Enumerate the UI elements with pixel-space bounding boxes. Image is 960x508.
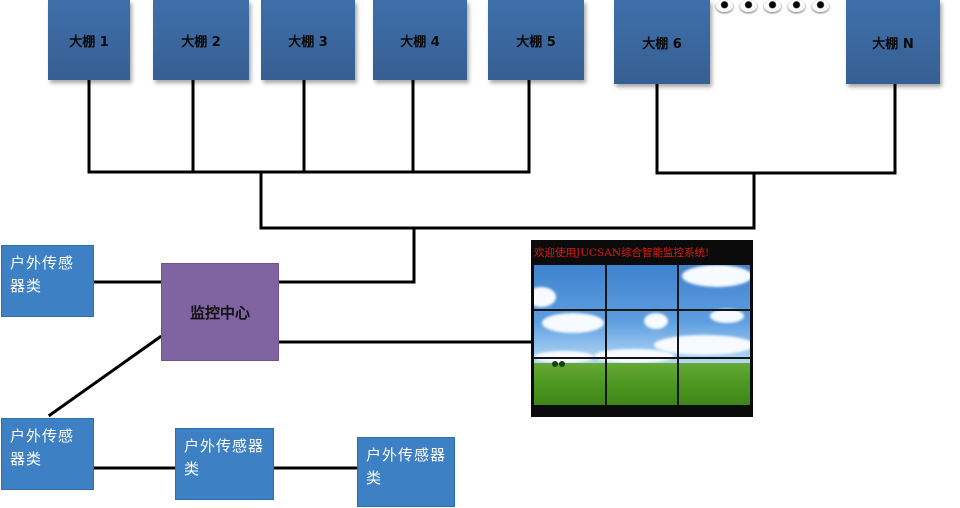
outdoor-sensor-3: 户外传感器类 — [175, 428, 274, 500]
outdoor-sensor-1-label: 户外传感器类 — [10, 254, 75, 295]
wire-center-sensor2 — [47, 334, 163, 418]
outdoor-sensor-1: 户外传感器类 — [1, 245, 94, 317]
dot-icon — [716, 0, 733, 12]
greenhouse-6-label: 大棚 6 — [642, 36, 682, 52]
greenhouse-n-label: 大棚 N — [872, 36, 914, 52]
greenhouse-1-label: 大棚 1 — [69, 34, 109, 50]
display-title: 欢迎使用JUCSAN综合智能监控系统! — [534, 247, 710, 259]
greenhouse-2-label: 大棚 2 — [181, 34, 221, 50]
greenhouse-4-label: 大棚 4 — [400, 34, 440, 50]
greenhouse-2: 大棚 2 — [153, 0, 249, 80]
grass-field — [534, 363, 750, 405]
outdoor-sensor-2: 户外传感器类 — [1, 418, 94, 490]
dot-icon — [764, 0, 781, 12]
monitoring-center-label: 监控中心 — [189, 303, 250, 322]
video-wall-display: 欢迎使用JUCSAN综合智能监控系统! — [531, 240, 753, 417]
dot-icon — [788, 0, 805, 12]
outdoor-sensor-3-label: 户外传感器类 — [184, 437, 265, 478]
greenhouse-5: 大棚 5 — [488, 0, 584, 80]
greenhouse-1: 大棚 1 — [48, 0, 130, 80]
greenhouse-3: 大棚 3 — [261, 0, 355, 80]
outdoor-sensor-4: 户外传感器类 — [357, 437, 455, 507]
dot-icon — [740, 0, 757, 12]
ellipsis-dots-icon — [716, 0, 829, 12]
tree-icon — [552, 361, 558, 367]
greenhouse-3-label: 大棚 3 — [288, 34, 328, 50]
greenhouse-6: 大棚 6 — [614, 0, 710, 84]
dot-icon — [812, 0, 829, 12]
greenhouse-5-label: 大棚 5 — [516, 34, 556, 50]
outdoor-sensor-2-label: 户外传感器类 — [10, 427, 75, 468]
monitoring-center: 监控中心 — [161, 263, 279, 361]
sky-landscape-image — [534, 265, 750, 405]
greenhouse-n: 大棚 N — [846, 0, 940, 84]
tree-icon — [559, 361, 565, 367]
greenhouse-4: 大棚 4 — [373, 0, 467, 80]
outdoor-sensor-4-label: 户外传感器类 — [366, 446, 447, 487]
